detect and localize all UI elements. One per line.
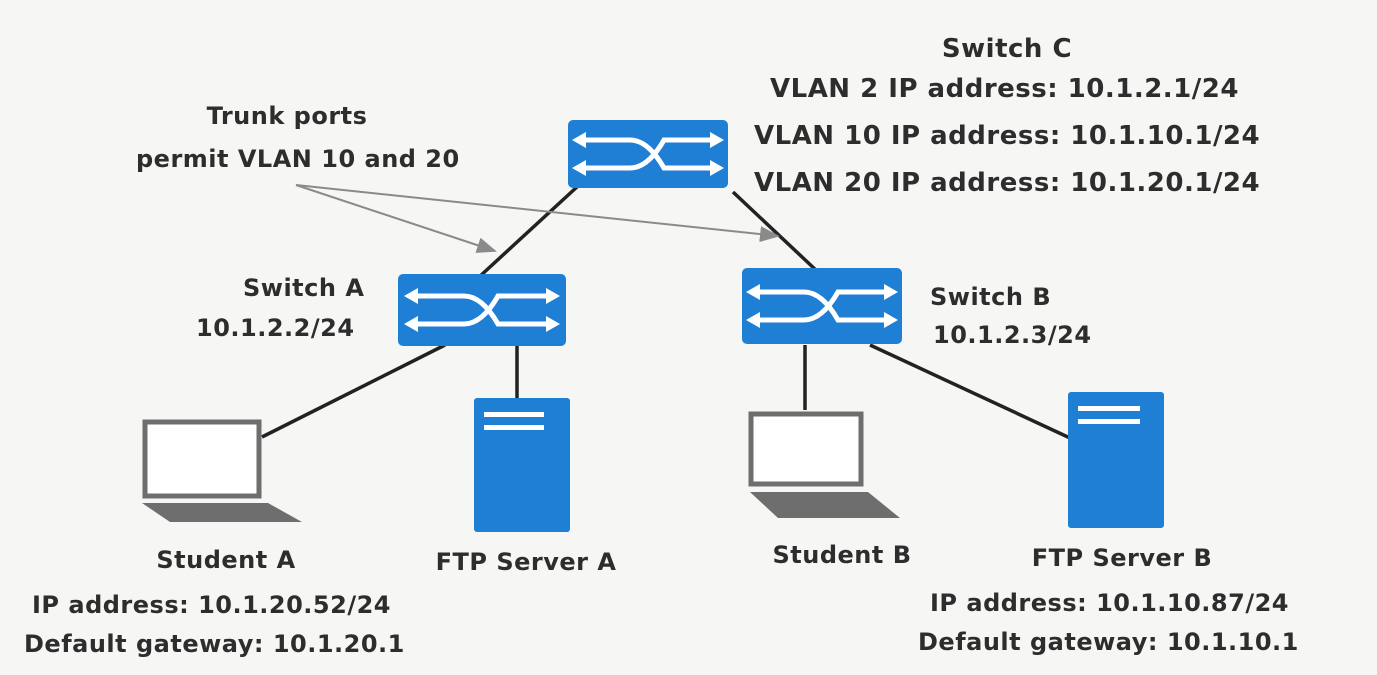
switch-a-icon: [398, 274, 566, 346]
student-a-gateway: Default gateway: 10.1.20.1: [24, 630, 405, 658]
trunk-annotation-arrows: [295, 184, 780, 253]
student-a-name: Student A: [156, 546, 296, 574]
switch-c-vlan2-ip: VLAN 2 IP address: 10.1.2.1/24: [770, 74, 1239, 104]
ftp-server-a-name: FTP Server A: [435, 548, 617, 576]
ftp-server-b-icon: [1068, 392, 1164, 528]
student-b-name: Student B: [772, 541, 912, 569]
switch-b-icon: [742, 268, 902, 344]
trunk-note-line1: Trunk ports: [206, 102, 368, 130]
trunk-arrow-left: [295, 184, 497, 253]
switch-c-vlan10-ip: VLAN 10 IP address: 10.1.10.1/24: [754, 121, 1261, 151]
trunk-note-line2: permit VLAN 10 and 20: [136, 145, 460, 173]
student-b-laptop-icon: [748, 411, 900, 518]
link-switch-b-to-ftp-server-b: [869, 343, 1071, 440]
switch-a-ip: 10.1.2.2/24: [196, 314, 355, 342]
switch-a-name: Switch A: [243, 274, 365, 302]
ftp-server-a-icon: [474, 398, 570, 532]
switch-c-vlan20-ip: VLAN 20 IP address: 10.1.20.1/24: [754, 168, 1261, 198]
student-a-laptop-icon: [142, 419, 302, 522]
links: [261, 184, 1071, 440]
switch-c-name: Switch C: [941, 34, 1073, 64]
trunk-arrow-right: [295, 184, 780, 243]
student-a-ip: IP address: 10.1.20.52/24: [32, 591, 391, 619]
switch-c-icon: [568, 120, 728, 188]
ftp-server-b-gateway: Default gateway: 10.1.10.1: [918, 628, 1299, 656]
switch-b-name: Switch B: [930, 283, 1052, 311]
link-switch-a-to-student-a: [261, 343, 446, 439]
ftp-server-b-ip: IP address: 10.1.10.87/24: [930, 589, 1289, 617]
link-switch-c-to-switch-a: [476, 184, 580, 280]
ftp-server-b-name: FTP Server B: [1031, 544, 1213, 572]
switch-b-ip: 10.1.2.3/24: [933, 321, 1092, 349]
